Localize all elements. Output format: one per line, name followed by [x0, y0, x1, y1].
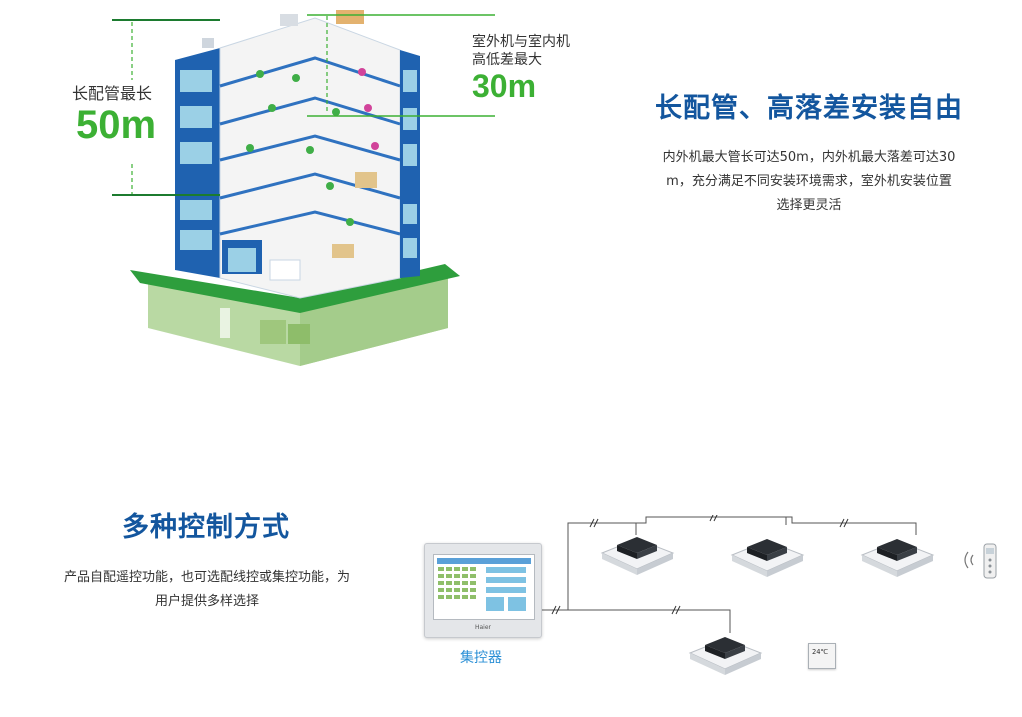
section2-desc-line1: 产品自配遥控功能，也可选配线控或集控功能，为 — [63, 570, 350, 585]
section1-title: 长配管、高落差安装自由 — [655, 93, 963, 124]
height-diff-label-line1: 室外机与室内机 — [472, 34, 570, 50]
section2-desc-line2: 用户提供多样选择 — [154, 594, 259, 609]
section1-desc-line1: 内外机最大管长可达50m，内外机最大落差可达30 — [662, 150, 956, 165]
controller-grid-icon — [438, 567, 526, 611]
wired-controller-display: 24℃ — [812, 648, 829, 656]
ac-unit-2 — [730, 539, 805, 577]
wired-controller[interactable]: 24℃ — [808, 643, 836, 669]
height-marker-left — [112, 19, 220, 196]
max-pipe-length-label: 长配管最长 — [72, 84, 153, 103]
ac-unit-3 — [860, 539, 935, 577]
max-pipe-length-value: 50m — [76, 103, 157, 147]
control-wiring — [540, 515, 917, 633]
central-controller-caption: 集控器 — [460, 650, 502, 666]
central-controller[interactable]: Haier — [424, 543, 542, 638]
section1-description: 内外机最大管长可达50m，内外机最大落差可达30 m，充分满足不同安装环境需求，… — [625, 146, 993, 218]
building-illustration — [130, 10, 460, 366]
height-diff-label-line2: 高低差最大 — [472, 52, 542, 68]
height-diff-value: 30m — [472, 68, 537, 104]
controller-brand: Haier — [474, 624, 491, 631]
section2-description: 产品自配遥控功能，也可选配线控或集控功能，为 用户提供多样选择 — [22, 566, 392, 614]
controller-screen — [433, 554, 535, 620]
ac-unit-1 — [600, 537, 675, 575]
section1-desc-line2: m，充分满足不同安装环境需求，室外机安装位置 — [666, 174, 952, 189]
ac-unit-4 — [688, 637, 763, 675]
section1-desc-line3: 选择更灵活 — [776, 198, 842, 213]
section2-title: 多种控制方式 — [122, 512, 290, 543]
height-marker-right — [307, 14, 495, 117]
remote-control-icon — [964, 543, 997, 579]
